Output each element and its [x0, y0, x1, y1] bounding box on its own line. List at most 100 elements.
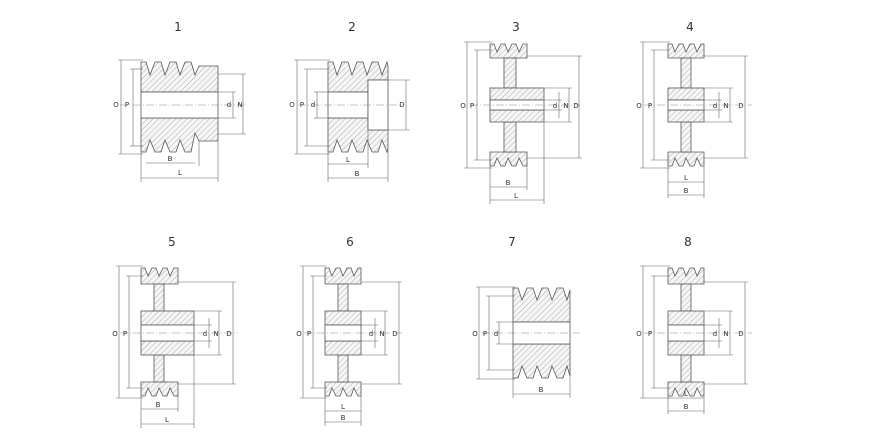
figure-number: 1: [174, 20, 182, 34]
hub-lower: [140, 340, 195, 356]
web-upper: [153, 283, 165, 312]
figure-3: 3 O P d N D B L: [460, 20, 582, 204]
label-p: P: [307, 330, 311, 338]
web-upper: [680, 283, 692, 312]
label-p: P: [470, 102, 474, 110]
label-n: N: [723, 330, 728, 338]
dimension-lines: [640, 41, 748, 198]
label-p: P: [125, 101, 129, 109]
rim-lower: [667, 151, 705, 167]
label-o: O: [296, 330, 302, 338]
label-o: O: [460, 102, 466, 110]
label-o: O: [113, 101, 119, 109]
label-o: O: [112, 330, 118, 338]
label-d-upper: D: [226, 330, 231, 338]
figure-5: 5 O P d N D B L: [112, 235, 238, 428]
label-b: B: [506, 179, 511, 187]
figure-number: 5: [168, 235, 176, 249]
rim-upper: [324, 267, 362, 285]
label-n: N: [213, 330, 218, 338]
label-p: P: [300, 101, 304, 109]
rim-upper: [667, 43, 705, 59]
label-n: N: [379, 330, 384, 338]
label-b: B: [168, 155, 173, 163]
figure-number: 4: [686, 20, 694, 34]
dimension-lines: [294, 59, 410, 182]
label-p: P: [483, 330, 487, 338]
label-d-upper: D: [738, 330, 743, 338]
label-p: P: [648, 330, 652, 338]
label-d-upper: D: [399, 101, 404, 109]
rim-lower: [140, 381, 179, 397]
rim-upper: [489, 43, 528, 59]
rim-lower: [324, 381, 362, 397]
web-lower: [503, 121, 517, 153]
label-l: L: [684, 390, 688, 398]
figure-7: 7 O P d B: [472, 235, 580, 398]
web-lower: [680, 121, 692, 153]
figure-number: 2: [348, 20, 356, 34]
figure-number: 6: [346, 235, 354, 249]
label-d: d: [369, 330, 373, 338]
pulley-section-lower: [140, 117, 219, 153]
label-b: B: [539, 386, 544, 394]
hub-lower: [667, 109, 705, 123]
label-o: O: [636, 102, 642, 110]
figure-8: 8 O P d N D L B: [636, 235, 752, 414]
rim-upper: [140, 267, 179, 285]
hub-upper: [489, 87, 545, 101]
hub-upper: [667, 310, 705, 326]
figure-1: 1 O P d N B L: [113, 20, 246, 182]
label-l: L: [346, 156, 350, 164]
label-d-upper: D: [573, 102, 578, 110]
figure-4: 4 O P d N D L B: [636, 20, 752, 198]
hub-upper: [324, 310, 362, 326]
web-upper: [337, 283, 349, 312]
dimension-lines: [116, 265, 236, 428]
hub-upper: [667, 87, 705, 101]
label-d: d: [553, 102, 557, 110]
rim-lower: [489, 151, 528, 167]
figure-number: 7: [508, 235, 516, 249]
label-p: P: [123, 330, 127, 338]
label-d-upper: D: [738, 102, 743, 110]
hub-upper: [140, 310, 195, 326]
label-l: L: [684, 174, 688, 182]
label-n: N: [723, 102, 728, 110]
pulley-section-upper: [512, 287, 571, 323]
label-d: d: [713, 102, 717, 110]
label-d: d: [494, 330, 498, 338]
figure-number: 8: [684, 235, 692, 249]
label-l: L: [165, 416, 169, 424]
label-l: L: [178, 169, 182, 177]
label-b: B: [156, 401, 161, 409]
label-d: d: [227, 101, 231, 109]
figure-6: 6 O P d N D L B: [296, 235, 402, 426]
label-b: B: [341, 414, 346, 422]
pulley-section-upper: [140, 61, 219, 93]
label-d-upper: D: [392, 330, 397, 338]
web-upper: [503, 57, 517, 89]
hub-lower: [324, 340, 362, 356]
label-n: N: [563, 102, 568, 110]
label-o: O: [289, 101, 295, 109]
label-d: d: [713, 330, 717, 338]
dimension-lines: [476, 286, 571, 398]
label-b: B: [684, 403, 689, 411]
rim-upper: [667, 267, 705, 285]
label-p: P: [648, 102, 652, 110]
rim-lower: [667, 381, 705, 397]
web-upper: [680, 57, 692, 89]
label-o: O: [636, 330, 642, 338]
label-b: B: [355, 170, 360, 178]
web-lower: [680, 354, 692, 383]
pulley-section-lower: [512, 343, 571, 379]
hub-lower: [667, 340, 705, 356]
figure-number: 3: [512, 20, 520, 34]
dimension-lines: [300, 265, 402, 426]
label-o: O: [472, 330, 478, 338]
web-lower: [153, 354, 165, 383]
label-l: L: [514, 192, 518, 200]
label-d: d: [311, 101, 315, 109]
